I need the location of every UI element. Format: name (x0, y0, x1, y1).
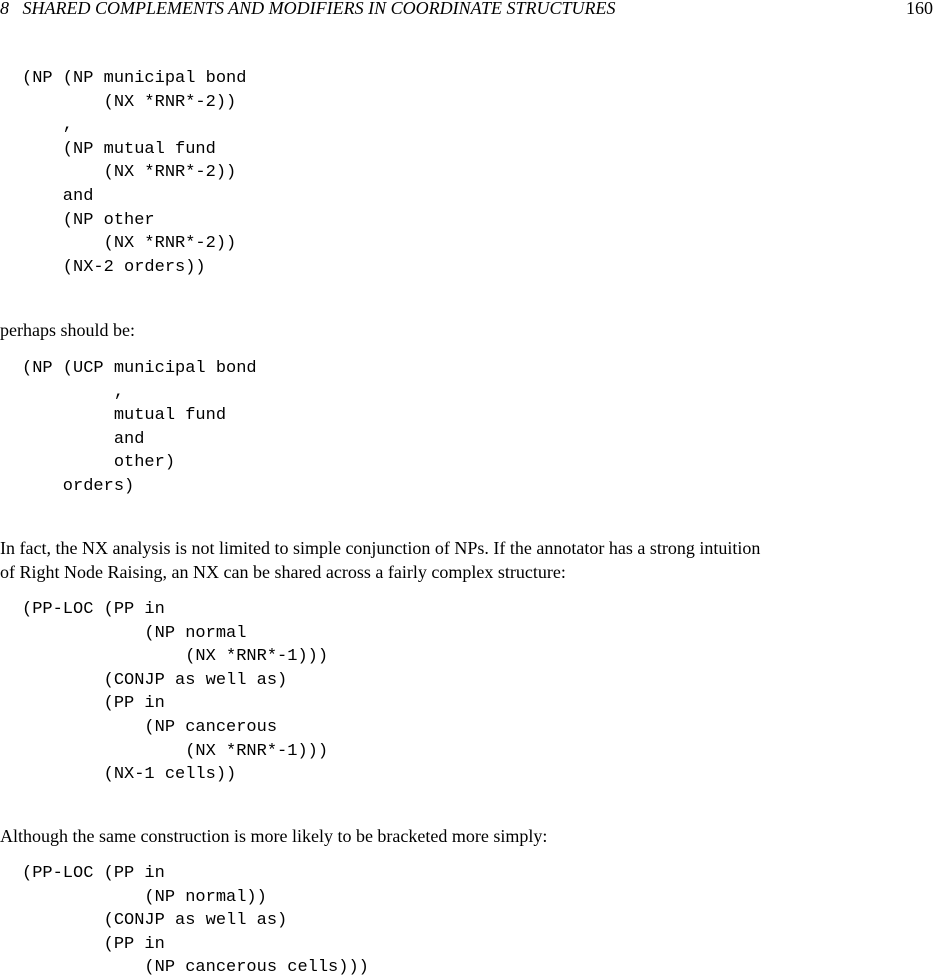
paragraph-nx-analysis: In fact, the NX analysis is not limited … (0, 536, 760, 584)
paragraph-nx-analysis-line-2: of Right Node Raising, an NX can be shar… (0, 562, 566, 582)
paragraph-nx-analysis-line-1: In fact, the NX analysis is not limited … (0, 538, 761, 558)
running-header-title: 8 SHARED COMPLEMENTS AND MODIFIERS IN CO… (0, 0, 616, 18)
bracketing-example-nx-rnr: (NP (NP municipal bond (NX *RNR*-2)) , (… (22, 69, 247, 277)
paragraph-perhaps-text: perhaps should be: (0, 320, 135, 340)
bracketing-example-ucp: (NP (UCP municipal bond , mutual fund an… (22, 359, 257, 496)
paragraph-although-text: Although the same construction is more l… (0, 826, 548, 846)
bracketing-example-pp-loc-complex: (PP-LOC (PP in (NP normal (NX *RNR*-1)))… (22, 600, 329, 785)
page-number: 160 (906, 0, 933, 18)
bracketing-example-pp-loc-simple: (PP-LOC (PP in (NP normal)) (CONJP as we… (22, 864, 369, 978)
paragraph-perhaps: perhaps should be: (0, 318, 135, 342)
paragraph-although: Although the same construction is more l… (0, 824, 547, 848)
